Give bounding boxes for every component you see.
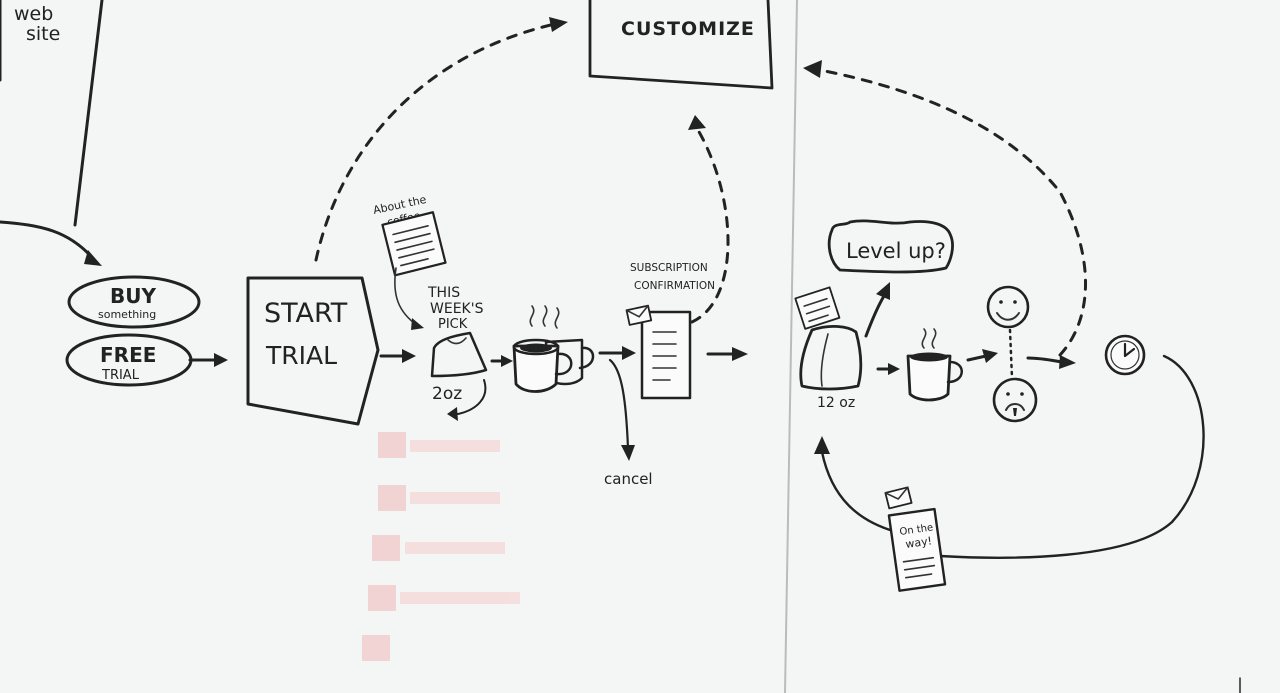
feedback-to-clock-arrow [1026, 356, 1064, 364]
faint-erased-marks [362, 432, 520, 661]
bag-small-size-label: 2oz [432, 384, 462, 404]
trial-to-customize-dashed-arrow [314, 22, 557, 262]
pick-label-2: WEEK'S [430, 301, 484, 317]
level-up-label: Level up? [846, 239, 946, 263]
mug-to-feedback-arrow [966, 354, 988, 362]
arrowhead [84, 250, 102, 266]
start-label: START [264, 298, 348, 329]
cancel-connector [608, 358, 630, 450]
happy-face-icon [986, 285, 1030, 329]
trial-label: TRIAL [101, 368, 140, 383]
feedback-to-customize-dashed-arrow [818, 68, 1087, 357]
loop-return-path [938, 354, 1205, 559]
arrowhead [803, 60, 822, 78]
web-site-label-1: web [14, 3, 53, 25]
arrowhead [549, 17, 568, 32]
arrowhead [732, 347, 748, 361]
web-site-label-2: site [26, 23, 60, 45]
arrowhead [447, 407, 458, 421]
subscription-confirmation: SUBSCRIPTION CONFIRMATION [625, 262, 715, 400]
free-trial-bubble: FREE TRIAL [65, 333, 193, 387]
coffee-bag-small-icon [430, 331, 488, 378]
bag-to-level-up-arrow [864, 294, 886, 338]
arrowhead [622, 346, 636, 360]
buy-something-bubble: BUY something [67, 275, 201, 329]
envelope-icon [884, 486, 913, 510]
arrowhead [814, 436, 830, 454]
envelope-icon [625, 304, 653, 326]
loop-to-bag-arrow [820, 450, 892, 532]
confirmation-label: CONFIRMATION [634, 280, 715, 292]
on-the-way-note: On the way! [884, 486, 947, 592]
this-weeks-pick: THIS WEEK'S PICK 2oz [427, 285, 488, 421]
face-dotted-connector [1008, 328, 1014, 380]
coffee-mug-icon [906, 328, 963, 402]
buy-label: BUY [110, 284, 156, 308]
board-divider [784, 0, 798, 693]
on-the-way-label-1: On the [899, 522, 934, 538]
arrowhead [1059, 355, 1076, 369]
arrowhead [688, 115, 706, 130]
pick-label-1: THIS [427, 285, 460, 301]
sad-face-icon [992, 377, 1038, 423]
web-to-buy-connector [0, 220, 98, 264]
buy-sublabel: something [98, 308, 156, 321]
confirmation-to-customize-dashed-arrow [690, 128, 730, 324]
web-site-box: web site [0, 0, 104, 227]
customize-box: CUSTOMIZE [588, 0, 774, 90]
trial-label-2: TRIAL [265, 341, 337, 370]
arrowhead [621, 445, 635, 461]
coffee-mugs-icon [512, 305, 595, 393]
bag-large-size-label: 12 oz [817, 395, 855, 411]
start-trial-box: START TRIAL [246, 276, 380, 426]
arrowhead [876, 282, 890, 300]
about-the-coffee-note: About the coffee [372, 193, 447, 330]
arrowhead [402, 349, 416, 363]
arrowhead [888, 363, 900, 375]
free-label: FREE [100, 343, 156, 367]
arrowhead [982, 349, 998, 363]
clock-icon [1104, 334, 1146, 376]
subscription-label: SUBSCRIPTION [630, 262, 708, 274]
cancel-label: cancel [604, 470, 653, 488]
arrowhead [214, 353, 228, 367]
coffee-bag-large-icon [794, 286, 863, 391]
pick-label-3: PICK [438, 317, 468, 332]
level-up-cloud: Level up? [827, 219, 954, 274]
arrowhead [501, 355, 513, 367]
customize-label: CUSTOMIZE [621, 18, 755, 40]
on-the-way-label-2: way! [905, 534, 933, 551]
